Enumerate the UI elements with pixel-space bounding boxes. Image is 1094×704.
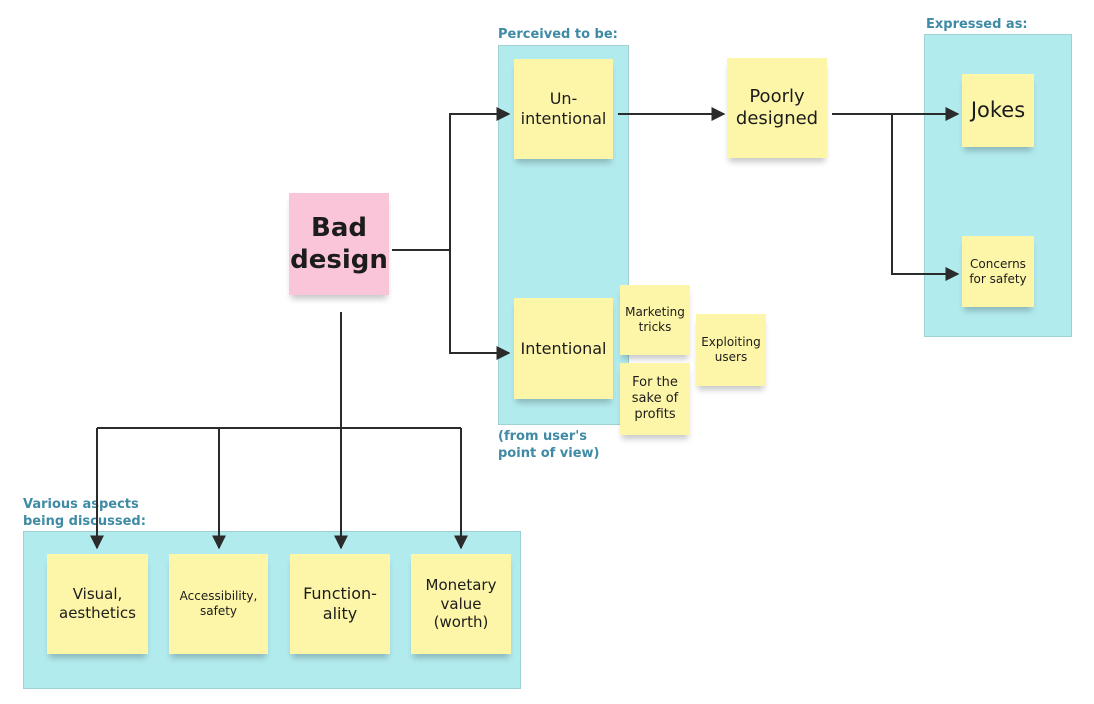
note-exploiting-users[interactable]: Exploiting users xyxy=(696,314,766,386)
frame-label-user-view: (from user's point of view) xyxy=(498,429,600,461)
note-unintentional[interactable]: Un- intentional xyxy=(514,59,613,159)
note-monetary-value[interactable]: Monetary value (worth) xyxy=(411,554,511,654)
connector-bad-to-unintentional xyxy=(392,107,511,251)
note-functionality[interactable]: Function- ality xyxy=(290,554,390,654)
note-poorly-designed[interactable]: Poorly designed xyxy=(727,58,827,158)
connector-poorly-to-concerns xyxy=(891,114,960,281)
frame-label-perceived: Perceived to be: xyxy=(498,27,618,42)
frame-label-expressed: Expressed as: xyxy=(926,17,1028,32)
note-jokes[interactable]: Jokes xyxy=(962,74,1034,147)
note-bad-design[interactable]: Bad design xyxy=(289,193,389,295)
note-intentional[interactable]: Intentional xyxy=(514,298,613,399)
note-concerns-safety[interactable]: Concerns for safety xyxy=(962,236,1034,307)
note-accessibility-safety[interactable]: Accessibility, safety xyxy=(169,554,268,654)
note-marketing-tricks[interactable]: Marketing tricks xyxy=(620,285,690,355)
note-for-profits[interactable]: For the sake of profits xyxy=(620,363,690,435)
connector-bad-to-intentional xyxy=(449,250,511,360)
note-visual-aesthetics[interactable]: Visual, aesthetics xyxy=(47,554,148,654)
